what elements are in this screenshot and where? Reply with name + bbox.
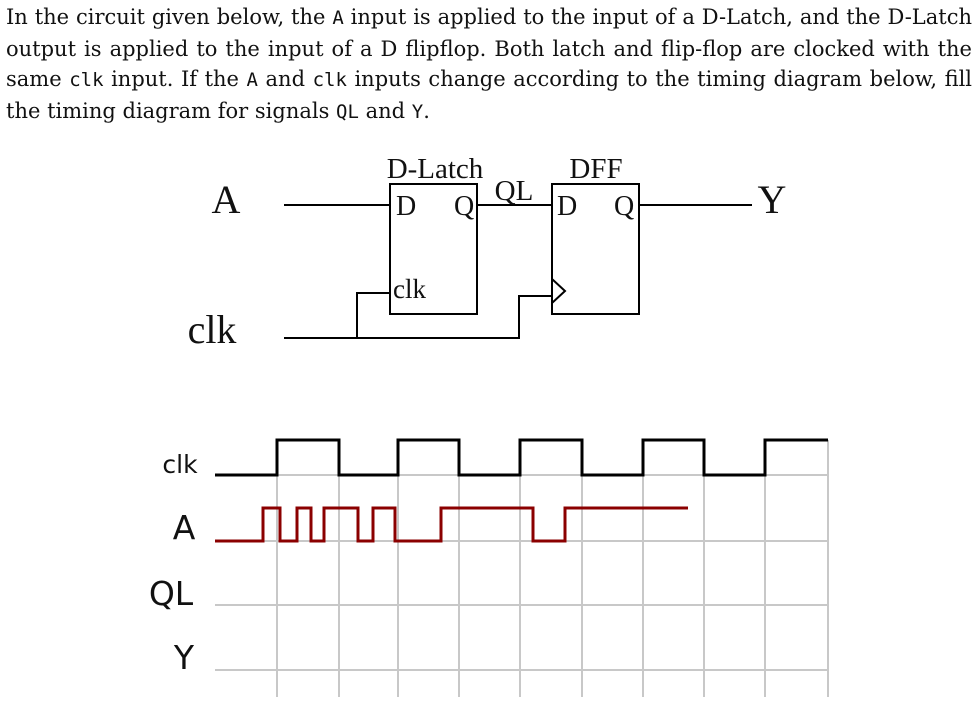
question-signal-clk: clk xyxy=(69,69,104,91)
circuit-diagram xyxy=(284,183,752,339)
timing-diagram: clk A QL Y xyxy=(149,438,829,697)
clk-waveform xyxy=(215,438,828,477)
timing-grid xyxy=(215,440,829,697)
timing-label-ql: QL xyxy=(149,574,194,613)
wire-clk-latch xyxy=(356,292,390,338)
dff-box xyxy=(551,183,640,315)
dff-clock-triangle xyxy=(551,278,567,304)
question-text-part: and xyxy=(257,67,313,91)
question-text-part: input. If the xyxy=(103,67,247,91)
question-signal-y: Y xyxy=(411,100,424,123)
d-latch-box xyxy=(389,183,478,315)
question-text-part: inputs change according to the timing di… xyxy=(6,67,973,123)
timing-label-a: A xyxy=(173,508,196,547)
dff-d-pin: D xyxy=(557,191,577,222)
ql-wire-label: QL xyxy=(495,175,534,207)
question-signal-clk: clk xyxy=(312,69,347,91)
question-text-part: and xyxy=(358,98,412,123)
input-a-label: A xyxy=(212,177,241,222)
dff-title: DFF xyxy=(569,153,622,185)
wire-clk-dff xyxy=(284,295,552,339)
d-latch-q-pin: Q xyxy=(454,191,474,222)
d-latch-d-pin: D xyxy=(396,191,416,222)
question-text-part: In the circuit given below, the xyxy=(6,5,333,29)
timing-label-y: Y xyxy=(173,638,195,677)
d-latch-clk-pin: clk xyxy=(393,274,426,304)
a-waveform xyxy=(215,506,688,543)
question-signal-a: A xyxy=(332,7,344,29)
question-signal-ql: QL xyxy=(336,100,359,123)
timing-label-clk: clk xyxy=(162,450,198,479)
question-signal-a: A xyxy=(246,69,258,91)
d-latch-title: D-Latch xyxy=(387,153,484,185)
input-clk-label: clk xyxy=(188,307,237,352)
output-y-label: Y xyxy=(758,177,787,222)
question-text: In the circuit given below, the A input … xyxy=(6,2,972,127)
question-text-part: input is applied to the input of a D-Lat… xyxy=(6,5,973,91)
question-text-part: . xyxy=(423,98,430,123)
dff-q-pin: Q xyxy=(614,191,634,222)
